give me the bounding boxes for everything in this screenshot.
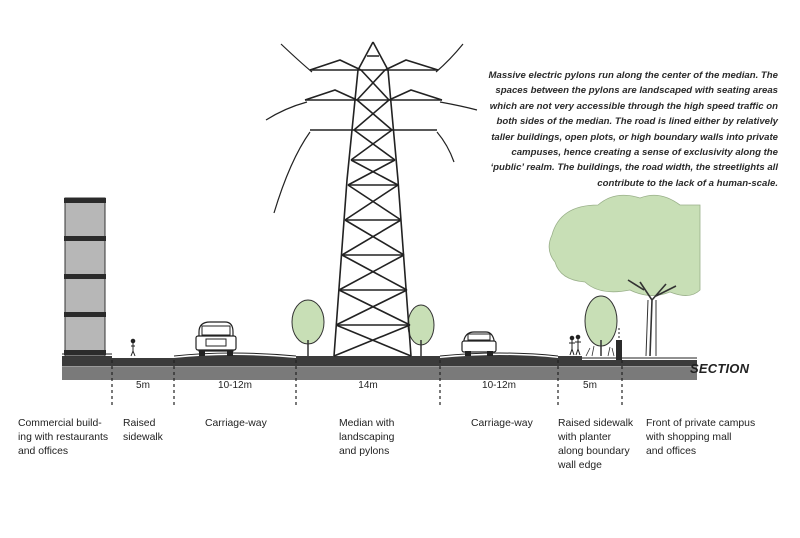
pedestrians-right [569, 334, 581, 356]
zone-dividers [111, 360, 623, 405]
car-right [461, 331, 497, 356]
median-tree-left [291, 299, 325, 356]
caption-text: Massive electric pylons run along the ce… [488, 70, 779, 189]
zone-label-sidewalk-left: Raised sidewalk [123, 418, 163, 443]
median-tree-right [407, 304, 435, 356]
ground-strip [62, 352, 697, 380]
zone-label-building: Commercial build- ing with restaurants a… [18, 418, 109, 457]
dimension-label: 14m [358, 380, 378, 391]
pedestrian-left [130, 338, 136, 357]
zone-label-campus: Front of private campus with shopping ma… [646, 418, 756, 457]
car-left [195, 321, 237, 356]
dimension-label: 5m [583, 380, 597, 391]
zone-label-sidewalk-right: Raised sidewalk with planter along bound… [558, 418, 634, 471]
dimension-label: 10-12m [218, 380, 252, 391]
section-title: SECTION [690, 361, 750, 376]
zone-label-carriageway-right: Carriage-way [471, 418, 533, 429]
zone-label-median: Median with landscaping and pylons [339, 418, 395, 457]
dimension-label: 5m [136, 380, 150, 391]
dimension-label: 10-12m [482, 380, 516, 391]
electric-pylon [265, 41, 478, 357]
commercial-building [64, 197, 106, 357]
boundary-wall [616, 328, 622, 360]
planter-tree [584, 295, 618, 357]
zone-label-carriageway-left: Carriage-way [205, 418, 267, 429]
campus-tree [548, 194, 701, 357]
